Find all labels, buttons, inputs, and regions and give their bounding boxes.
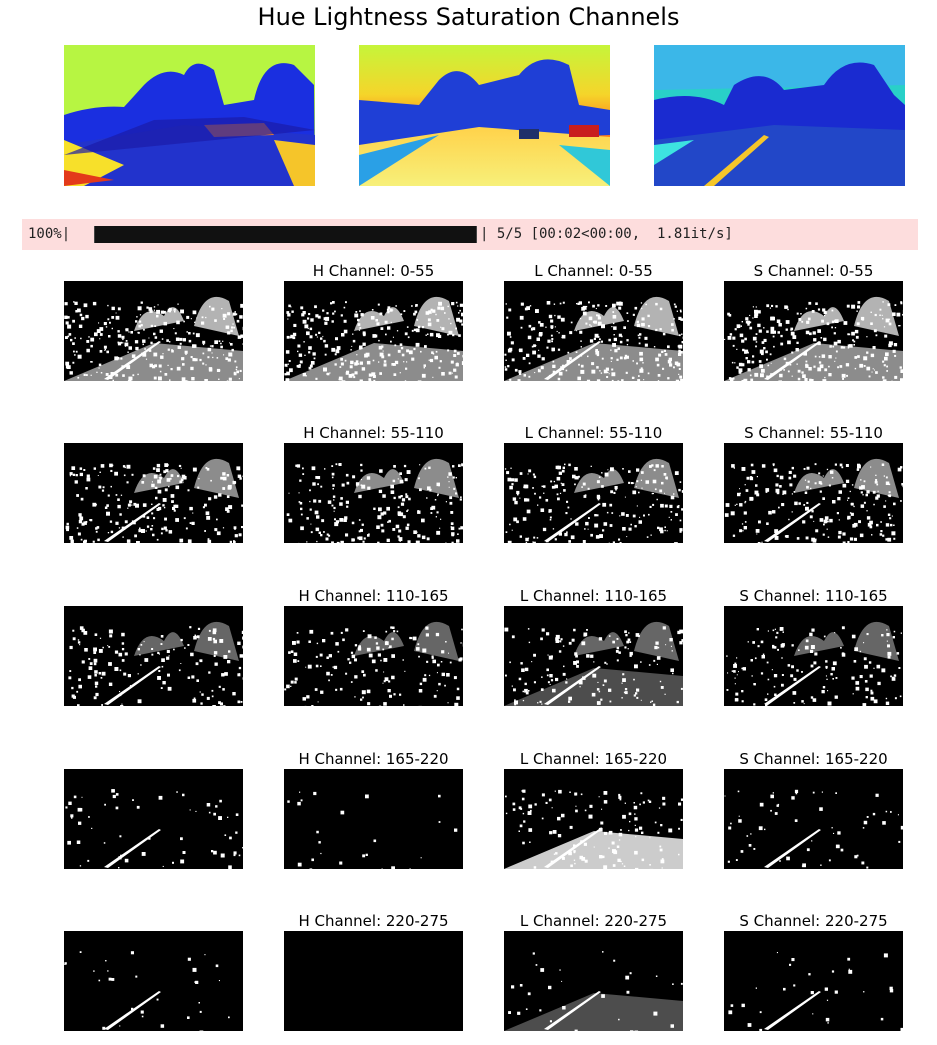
h-channel-label: H Channel: 55-110: [303, 424, 444, 442]
h-threshold-image-row-4: [284, 769, 463, 869]
l-channel-label: L Channel: 220-275: [519, 912, 668, 930]
l-threshold-image-row-4: [504, 769, 683, 869]
h-threshold-image-row-3: [284, 606, 463, 706]
progress-bar-fill: [94, 226, 477, 243]
h-threshold-image-row-1: [284, 281, 463, 381]
l-channel-label: L Channel: 110-165: [519, 587, 668, 605]
h-threshold-image-row-5: [284, 931, 463, 1031]
s-channel-label: S Channel: 0-55: [753, 262, 874, 280]
l-channel-label: L Channel: 165-220: [519, 750, 668, 768]
s-threshold-image-row-2: [724, 443, 903, 543]
l-threshold-image-row-5: [504, 931, 683, 1031]
combined-threshold-image-row-3: [64, 606, 243, 706]
l-channel-label: L Channel: 0-55: [534, 262, 653, 280]
h-channel-label: H Channel: 110-165: [298, 587, 449, 605]
h-channel-label: H Channel: 220-275: [298, 912, 449, 930]
s-threshold-image-row-5: [724, 931, 903, 1031]
hue-channel-image: [64, 45, 315, 186]
l-channel-label: L Channel: 55-110: [524, 424, 663, 442]
s-threshold-image-row-3: [724, 606, 903, 706]
combined-threshold-image-row-2: [64, 443, 243, 543]
combined-threshold-image-row-1: [64, 281, 243, 381]
progress-output: 100%| | 5/5 [00:02<00:00, 1.81it/s]: [22, 219, 918, 250]
s-threshold-image-row-4: [724, 769, 903, 869]
combined-threshold-image-row-4: [64, 769, 243, 869]
s-channel-label: S Channel: 110-165: [739, 587, 888, 605]
h-channel-label: H Channel: 0-55: [312, 262, 435, 280]
progress-stats: | 5/5 [00:02<00:00, 1.81it/s]: [480, 226, 733, 242]
saturation-channel-image: [654, 45, 905, 186]
s-channel-label: S Channel: 55-110: [744, 424, 883, 442]
h-threshold-image-row-2: [284, 443, 463, 543]
h-channel-label: H Channel: 165-220: [298, 750, 449, 768]
s-threshold-image-row-1: [724, 281, 903, 381]
l-threshold-image-row-1: [504, 281, 683, 381]
l-threshold-image-row-2: [504, 443, 683, 543]
s-channel-label: S Channel: 165-220: [739, 750, 888, 768]
progress-percent: 100%|: [28, 226, 71, 242]
l-threshold-image-row-3: [504, 606, 683, 706]
s-channel-label: S Channel: 220-275: [739, 912, 888, 930]
figure-title: Hue Lightness Saturation Channels: [257, 3, 680, 31]
combined-threshold-image-row-5: [64, 931, 243, 1031]
lightness-channel-image: [359, 45, 610, 186]
